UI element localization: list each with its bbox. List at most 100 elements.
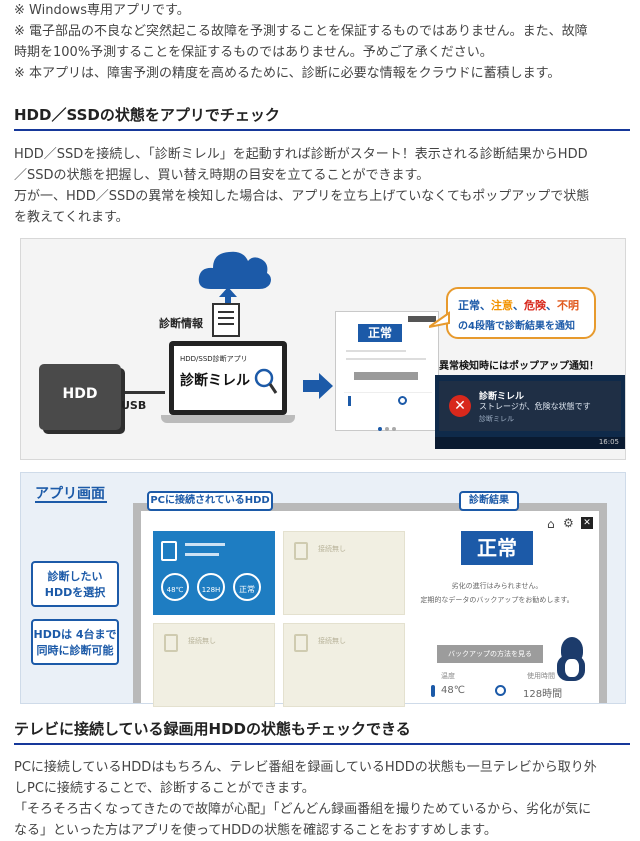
hdd-tile-empty[interactable]: 接続無し — [283, 531, 405, 615]
hdd-id-placeholder — [185, 553, 219, 556]
empty-disk-icon — [294, 542, 308, 560]
body-line: を教えてくれます。 — [14, 210, 129, 225]
hdd-name-placeholder — [185, 543, 225, 546]
hours-value: 128時間 — [523, 689, 563, 700]
hours-circle: 128H — [197, 573, 225, 601]
taskbar-clock: 16:05 — [598, 438, 619, 446]
diagram-panel: HDD USB 診断情報 HDD/SSD診断アプリ 診断ミレル 正常 — [20, 238, 626, 460]
result-badge: 正常 — [461, 531, 533, 565]
callout-line: 診断したい — [47, 570, 103, 583]
app-mini-window: 正常 — [335, 311, 439, 431]
note-windows-only: ※ Windows専用アプリです。 — [14, 3, 190, 18]
mini-result-badge: 正常 — [358, 324, 402, 342]
level-normal: 正常 — [458, 299, 480, 312]
result-message-2: 定期的なデータのバックアップをお勧めします。 — [420, 596, 574, 604]
level-danger: 危険 — [524, 299, 546, 312]
note-cloud: ※ 本アプリは、障害予測の精度を高めるために、診断に必要な情報をクラウドに蓄積し… — [14, 66, 561, 81]
not-connected-label: 接続無し — [188, 637, 216, 645]
mini-text-line — [346, 350, 406, 352]
callout-line: 同時に診断可能 — [36, 644, 114, 657]
clock-icon — [495, 685, 506, 696]
hdd-tile-selected[interactable]: 48℃ 128H 正常 — [153, 531, 275, 615]
arrow-right-icon — [303, 373, 333, 399]
backup-howto-button[interactable]: バックアップの方法を見る — [437, 645, 543, 663]
hdd-label: HDD — [62, 386, 98, 402]
mini-time-icon — [398, 396, 407, 405]
section-body-tv-hdd: PCに接続しているHDDはもちろん、テレビ番組を録画しているHDDの状態も一旦テ… — [14, 757, 630, 841]
empty-disk-icon — [294, 634, 308, 652]
app-screen-label-underline — [35, 501, 107, 503]
hdd-disk-icon — [161, 541, 177, 561]
bubble-tail — [429, 311, 450, 328]
popup-sub: 診断ミレル — [479, 415, 514, 423]
section-divider — [14, 743, 630, 745]
body-line: ／SSDの状態を把握し、買い替え時期の目安を立てることができます。 — [14, 168, 430, 183]
popup-card: ✕ 診断ミレル ストレージが、危険な状態です 診断ミレル — [439, 381, 621, 431]
section-divider — [14, 129, 630, 131]
section-title-app-check: HDD／SSDの状態をアプリでチェック — [14, 106, 280, 124]
body-line: PCに接続しているHDDはもちろん、テレビ番組を録画しているHDDの状態も一旦テ… — [14, 760, 597, 775]
level-sep: 、 — [513, 299, 524, 312]
upload-arrow-icon — [219, 287, 237, 317]
popup-title: 異常検知時にはポップアップ通知！ — [439, 361, 599, 372]
level-sep: 、 — [480, 299, 491, 312]
section-title-tv-hdd: テレビに接続している録画用HDDの状態もチェックできる — [14, 720, 411, 738]
popup-message: ストレージが、危険な状態です — [479, 402, 591, 411]
status-circle: 正常 — [233, 573, 261, 601]
mini-stats — [344, 392, 432, 406]
tile-status: 正常 — [239, 585, 255, 594]
callout-line: HDDを選択 — [44, 586, 106, 599]
mini-window-controls — [408, 316, 436, 322]
level-sep: 、 — [546, 299, 557, 312]
body-line: しPCに接続することで、診断することができます。 — [14, 781, 315, 796]
cloud-icon — [198, 251, 271, 289]
section-body-app-check: HDD／SSDを接続し、「診断ミレル」を起動すれば診断がスタート！表示される診断… — [14, 144, 630, 228]
callout-line: HDDは 4台まで — [33, 628, 117, 641]
hdd-tile-empty[interactable]: 接続無し — [153, 623, 275, 707]
body-line: 万が一、HDD／SSDの異常を検知した場合は、アプリを立ち上げていなくてもポップ… — [14, 189, 590, 204]
tile-temp: 48℃ — [166, 586, 184, 594]
temp-label: 温度 — [441, 672, 455, 680]
level-caution: 注意 — [491, 299, 513, 312]
popup-notification: ✕ 診断ミレル ストレージが、危険な状態です 診断ミレル 16:05 — [435, 375, 625, 449]
hdd-device: HDD — [39, 364, 121, 430]
callout-connected-hdd: PCに接続されているHDD — [147, 491, 273, 511]
level-unknown: 不明 — [557, 299, 579, 312]
app-screen-label: アプリ画面 — [35, 486, 105, 502]
not-connected-label: 接続無し — [318, 637, 346, 645]
callout-four-hdd: HDDは 4台まで 同時に診断可能 — [31, 619, 119, 665]
mini-backup-button — [354, 372, 418, 380]
usb-cable — [125, 391, 165, 394]
result-levels-bubble: 正常、注意、危険、不明 の4段階で診断結果を通知 — [446, 287, 596, 339]
hours-label: 使用時間 — [527, 672, 555, 680]
taskbar: 16:05 — [435, 437, 625, 449]
laptop-screen: HDD/SSD診断アプリ 診断ミレル — [169, 341, 287, 415]
note-disclaimer-1: ※ 電子部品の不良など突然起こる故障を予測することを保証するものではありません。… — [14, 24, 588, 39]
app-name: 診断ミレル — [180, 373, 250, 389]
home-icon[interactable]: ⌂ — [547, 517, 555, 531]
magnifier-icon — [254, 368, 278, 394]
penguin-mascot — [551, 637, 589, 681]
not-connected-label: 接続無し — [318, 545, 346, 553]
close-icon[interactable]: ✕ — [581, 517, 593, 529]
callout-select-hdd: 診断したい HDDを選択 — [31, 561, 119, 607]
gear-icon[interactable]: ⚙ — [563, 516, 574, 530]
temp-circle: 48℃ — [161, 573, 189, 601]
hdd-tile-empty[interactable]: 接続無し — [283, 623, 405, 707]
note-disclaimer-2: 時期を100%予測することを保証するものではありません。予めご了承ください。 — [14, 45, 493, 60]
app-window: 48℃ 128H 正常 接続無し 接続無し 接続無し ⌂ ⚙ ✕ 正常 劣化の進… — [133, 503, 607, 707]
usb-label: USB — [121, 399, 147, 412]
mini-text-line — [346, 358, 426, 360]
body-line: HDD／SSDを接続し、「診断ミレル」を起動すれば診断がスタート！表示される診断… — [14, 147, 588, 162]
danger-icon: ✕ — [449, 395, 471, 417]
tile-hours: 128H — [201, 586, 221, 594]
mini-temp-icon — [348, 396, 351, 406]
empty-disk-icon — [164, 634, 178, 652]
temp-value: 48℃ — [441, 685, 465, 696]
mini-dots — [378, 420, 398, 431]
body-line: なる」といった方はアプリを使ってHDDの状態を確認することをおすすめします。 — [14, 823, 497, 838]
result-message-1: 劣化の進行はみられません。 — [451, 582, 543, 590]
diagnosis-info-label: 診断情報 — [159, 317, 203, 330]
laptop-display: HDD/SSD診断アプリ 診断ミレル — [174, 346, 282, 410]
result-levels-caption: の4段階で診断結果を通知 — [458, 321, 575, 332]
